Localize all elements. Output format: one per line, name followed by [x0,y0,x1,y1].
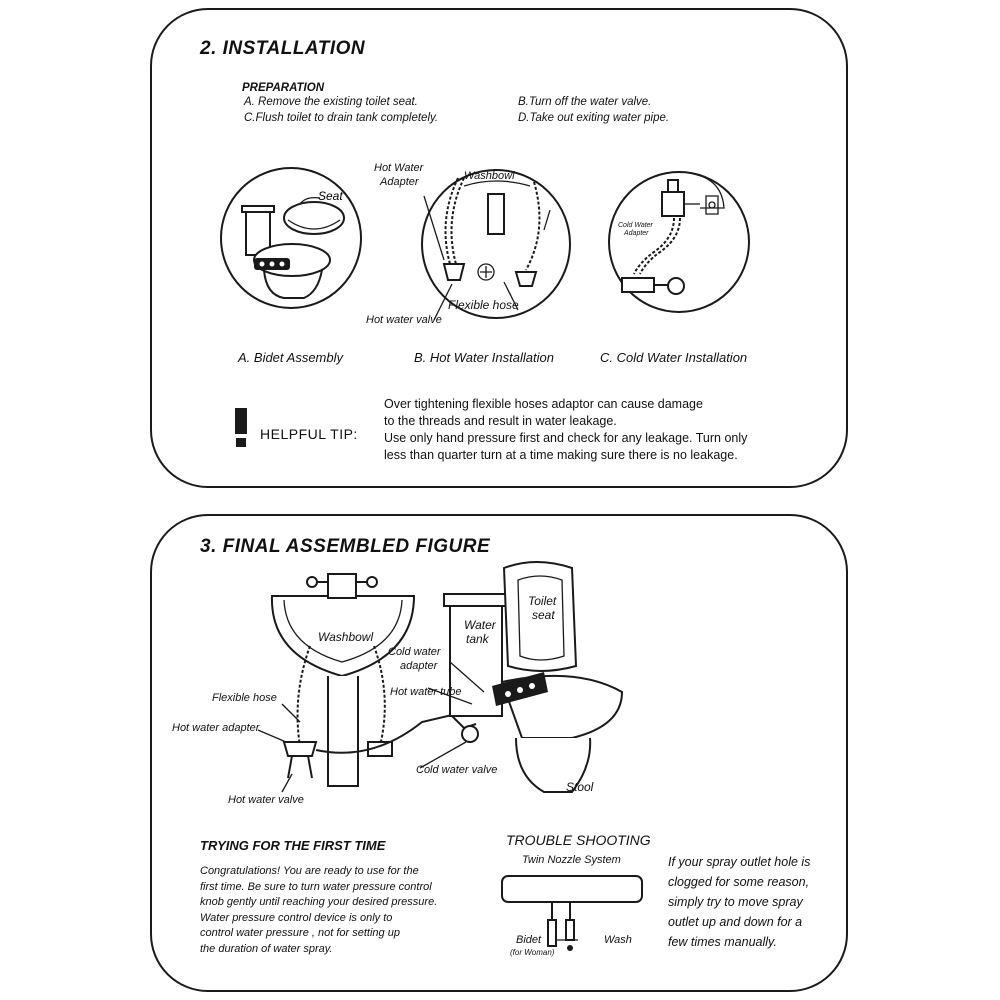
tip-line: to the threads and result in water leaka… [384,414,617,428]
installation-panel: 2. INSTALLATION PREPARATION A. Remove th… [150,8,848,488]
flexible-hose-label: Flexible hose [448,298,519,312]
exclamation-icon [235,408,247,447]
tip-line: less than quarter turn at a time making … [384,448,738,462]
first-time-line: Congratulations! You are ready to use fo… [200,865,419,877]
bidet-note-label: (for Woman) [510,948,555,957]
water-tank-label-1: Water [464,618,496,632]
first-time-line: first time. Be sure to turn water pressu… [200,880,432,893]
hot-water-valve-label-final: Hot water valve [228,794,304,806]
cold-water-label: Cold Water [618,222,653,229]
cold-water-adapter-label-1: Cold water [388,646,441,658]
adapter-label: Adapter [380,176,419,188]
toilet-seat-label-2: seat [532,608,555,622]
first-time-heading: TRYING FOR THE FIRST TIME [200,838,386,853]
final-assembled-panel: 3. FINAL ASSEMBLED FIGURE [150,514,848,992]
trouble-line: few times manually. [668,935,777,949]
bidet-label: Bidet [516,934,542,946]
stool-label: Stool [566,780,594,794]
washbowl-label-final: Washbowl [318,630,374,644]
hot-water-adapter-label: Hot water adapter [172,722,260,734]
installation-title: 2. INSTALLATION [200,38,366,59]
hot-water-valve-label: Hot water valve [366,314,442,326]
trouble-line: If your spray outlet hole is [668,855,811,869]
first-time-line: control water pressure , not for setting… [200,927,400,939]
first-time-line: the duration of water spray. [200,942,333,955]
final-title: 3. FINAL ASSEMBLED FIGURE [200,536,491,557]
twin-nozzle-figure [501,875,643,951]
trouble-line: outlet up and down for a [668,915,803,929]
first-time-text: Congratulations! You are ready to use fo… [200,864,437,957]
trouble-line: clogged for some reason, [668,875,810,889]
figure-b-caption: B. Hot Water Installation [414,350,554,365]
seat-label: Seat [318,189,343,203]
wash-label: Wash [604,934,632,946]
tip-line: Use only hand pressure first and check f… [384,431,748,445]
hot-water-installation-figure [421,169,571,321]
cold-adapter-label: Adapter [624,230,649,237]
trouble-heading: TROUBLE SHOOTING [506,832,651,848]
twin-nozzle-label: Twin Nozzle System [522,854,621,866]
washbowl-label: Washbowl [464,170,515,182]
cold-water-valve-label: Cold water valve [416,764,498,776]
helpful-tip-text: Over tightening flexible hoses adaptor c… [384,396,747,464]
figure-c-caption: C. Cold Water Installation [600,350,748,365]
hot-water-tube-label: Hot water tube [390,686,462,698]
water-tank-label-2: tank [466,632,489,646]
cold-water-adapter-label-2: adapter [400,660,438,672]
hot-water-label: Hot Water [374,162,424,174]
bidet-assembly-figure: Seat [220,167,362,309]
cold-water-installation-figure [608,171,750,313]
first-time-line: Water pressure control device is only to [200,911,393,924]
final-assembly-figure [257,561,624,793]
trouble-line: simply try to move spray [668,895,803,909]
toilet-seat-label-1: Toilet [528,594,557,608]
prep-step-c: C.Flush toilet to drain tank completely. [244,112,439,124]
prep-step-d: D.Take out exiting water pipe. [518,112,670,124]
flexible-hose-label-final: Flexible hose [212,692,277,704]
trouble-text: If your spray outlet hole is clogged for… [668,852,810,952]
tip-line: Over tightening flexible hoses adaptor c… [384,397,703,411]
prep-step-a: A. Remove the existing toilet seat. [244,96,418,108]
prep-step-b: B.Turn off the water valve. [518,96,652,108]
preparation-heading: PREPARATION [242,82,324,94]
figure-a-caption: A. Bidet Assembly [238,350,344,365]
helpful-tip-label: HELPFUL TIP: [260,426,358,442]
first-time-line: knob gently until reaching your desired … [200,896,438,908]
